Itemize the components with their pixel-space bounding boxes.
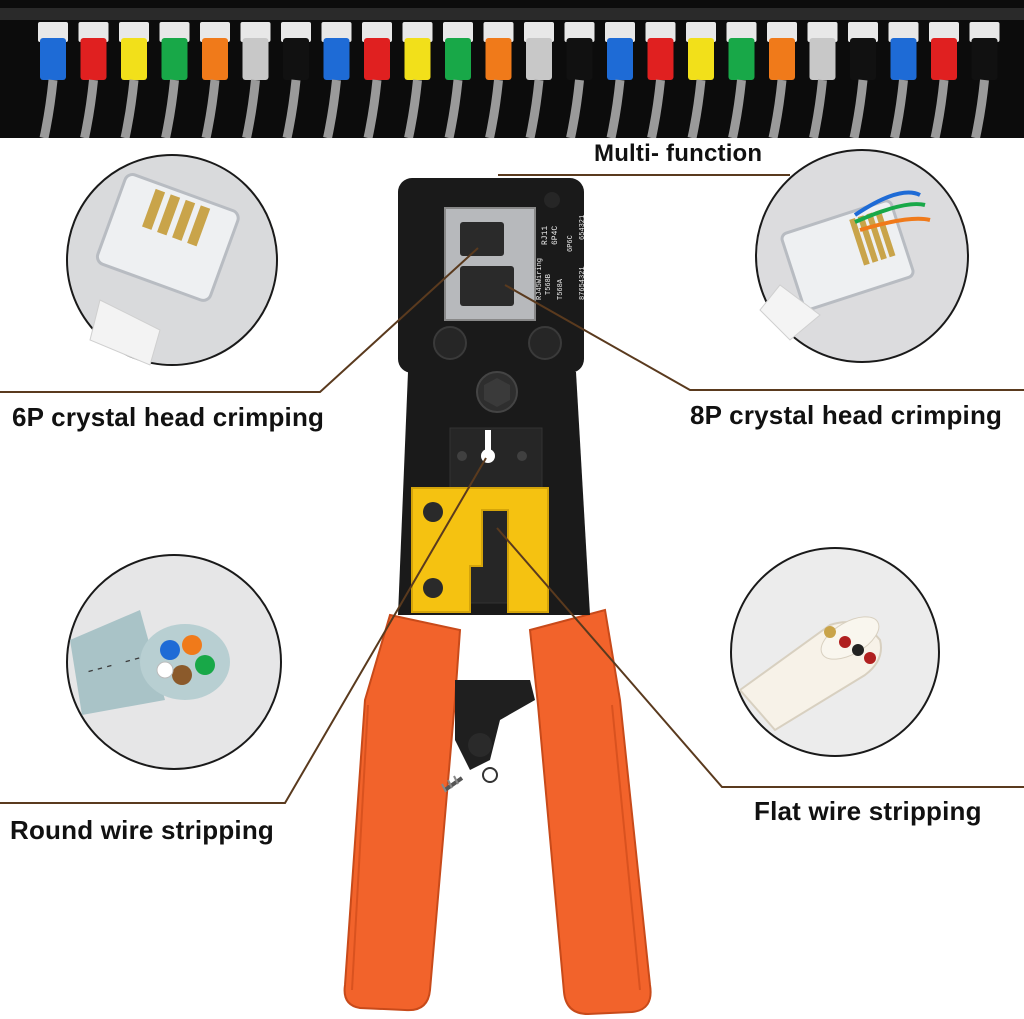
label-flat-wire-stripping: Flat wire stripping xyxy=(754,796,982,826)
blade-guard xyxy=(411,487,549,613)
patch-cable xyxy=(767,22,797,138)
patch-cable xyxy=(38,22,68,138)
patch-cable xyxy=(78,22,109,138)
handle-right xyxy=(528,608,652,1016)
label-8p-crimping: 8P crystal head crimping xyxy=(690,400,1003,430)
patch-cable xyxy=(888,22,919,138)
panel-rail xyxy=(0,8,1024,20)
patch-cable xyxy=(443,22,473,138)
patch-cable xyxy=(159,22,190,138)
patch-cable xyxy=(929,22,959,138)
handle-left xyxy=(343,613,462,1012)
patch-cable xyxy=(605,22,635,138)
patch-cable xyxy=(564,22,595,138)
die-marking-t568a: T568A xyxy=(557,278,565,300)
patch-cable xyxy=(524,22,554,138)
label-round-wire-stripping: Round wire stripping xyxy=(10,815,274,845)
label-multi-function: Multi- function xyxy=(594,140,763,167)
leader-6p xyxy=(0,247,479,393)
patch-panel-photo xyxy=(0,0,1024,138)
die-marking-pins-6: 654321 xyxy=(579,215,587,240)
circle-round-cable: --- --- xyxy=(66,554,282,770)
die-marking-6p6c: 6P6C xyxy=(567,235,575,252)
leader-round xyxy=(0,457,487,804)
patch-cable xyxy=(402,22,433,138)
patch-cable xyxy=(321,22,352,138)
patch-cable xyxy=(848,22,878,138)
patch-cable xyxy=(281,22,311,138)
label-6p-crimping: 6P crystal head crimping xyxy=(12,402,325,432)
leader-flat xyxy=(496,527,1024,788)
circle-8p-connector xyxy=(755,149,969,363)
patch-cable xyxy=(362,22,392,138)
die-marking-rj11: RJ11 xyxy=(541,226,550,245)
patch-cable xyxy=(807,22,838,138)
patch-panel-cables xyxy=(0,8,1024,138)
patch-cable xyxy=(240,22,271,138)
patch-cable xyxy=(969,22,1000,138)
patch-cable xyxy=(686,22,716,138)
die-marking-t568b: T568B xyxy=(545,274,553,295)
ratchet-mechanism xyxy=(441,680,535,793)
patch-cable xyxy=(483,22,514,138)
patch-cable xyxy=(726,22,757,138)
patch-cable xyxy=(645,22,676,138)
die-marking-6p4c: 6P4C xyxy=(551,226,560,245)
circle-6p-connector xyxy=(66,154,278,366)
tool-head: RJ11 6P4C RJ45Wiring T568B T568A 6P6C 87… xyxy=(398,178,587,373)
leader-lines xyxy=(0,174,1024,804)
die-marking-wiring: RJ45Wiring xyxy=(536,258,544,300)
die-marking-pins-8: 87654321 xyxy=(579,266,587,300)
patch-cable xyxy=(200,22,230,138)
circle-flat-cable xyxy=(730,547,940,757)
patch-cable xyxy=(119,22,149,138)
leader-8p xyxy=(504,284,1024,391)
